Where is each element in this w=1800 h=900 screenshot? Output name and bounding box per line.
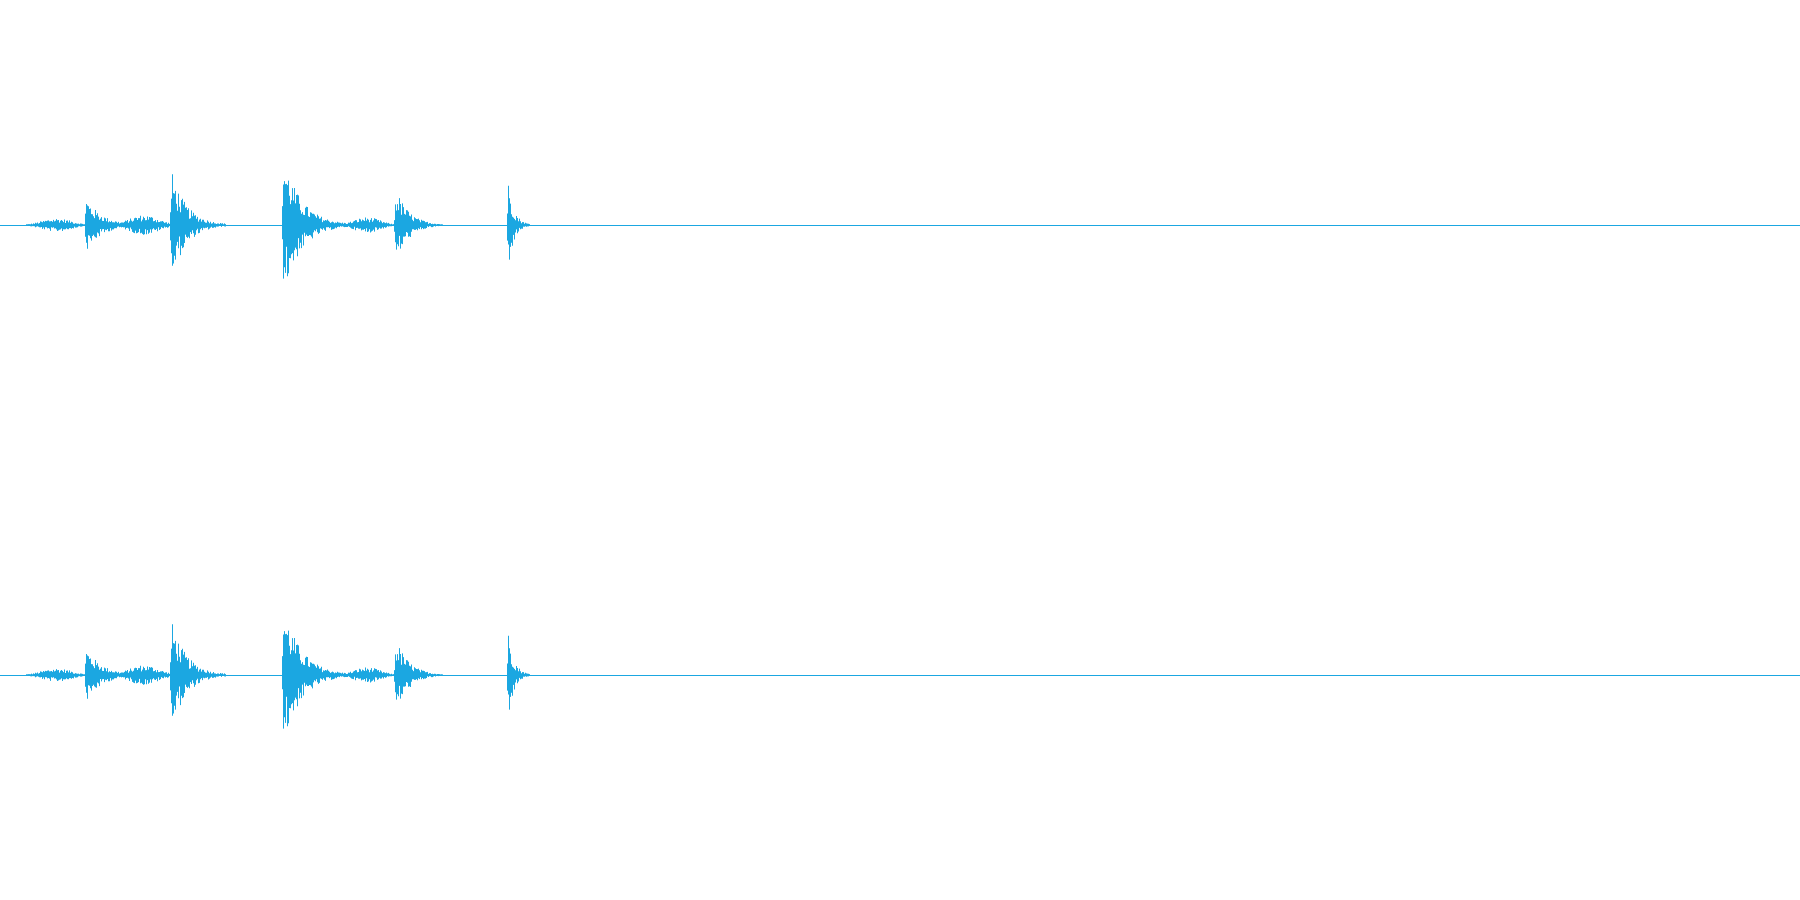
waveform-signal <box>26 624 530 729</box>
waveform-channel-left <box>0 174 1800 279</box>
waveform-channel-right <box>0 624 1800 729</box>
waveform-signal <box>26 174 530 279</box>
